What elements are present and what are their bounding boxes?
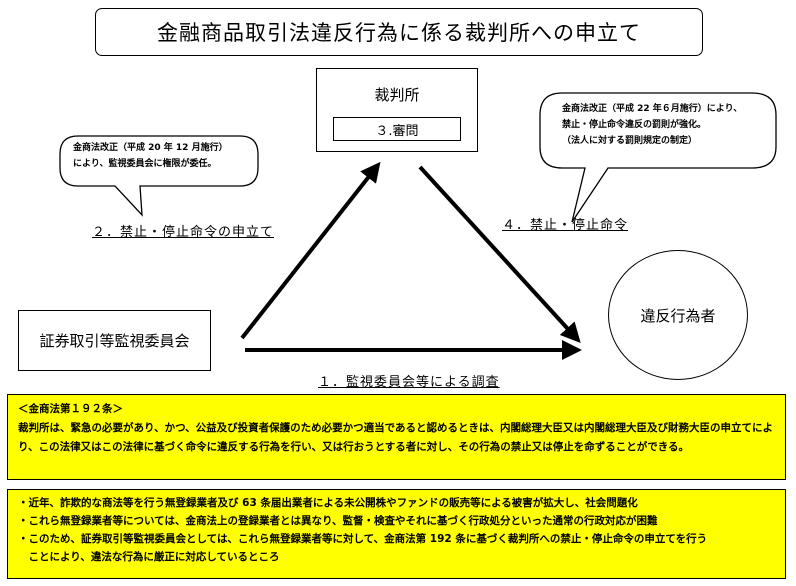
note-line: ・このため、証券取引等監視委員会としては、これら無登録業者等に対して、金商法第 … (18, 533, 708, 545)
note-line: ・近年、詐欺的な商法等を行う無登録業者及び 63 条届出業者による未公開株やファ… (18, 497, 638, 509)
law-heading: ＜金商法第１９２条＞ (18, 403, 123, 415)
court-box: 裁判所 ３.審問 (316, 68, 478, 152)
sec-commission-box: 証券取引等監視委員会 (18, 310, 211, 371)
court-label: 裁判所 (374, 86, 420, 104)
note-line: ことにより、違法な行為に厳正に対応しているところ (18, 551, 280, 563)
arrow-petition (240, 161, 381, 340)
background-notes-box: ・近年、詐欺的な商法等を行う無登録業者及び 63 条届出業者による未公開株やファ… (7, 489, 786, 579)
bubble-left-line: 金商法改正（平成 20 年 12 月施行） (73, 143, 228, 153)
speech-bubble-right (539, 92, 777, 223)
law-article-box: ＜金商法第１９２条＞ 裁判所は、緊急の必要があり、かつ、公益及び投資者保護のため… (7, 394, 786, 480)
arrow-order (418, 165, 581, 343)
violator-circle: 違反行為者 (608, 250, 748, 380)
bubble-right-line: 禁止・停止命令違反の罰則が強化。 (562, 120, 707, 130)
page-title: 金融商品取引法違反行為に係る裁判所への申立て (95, 8, 703, 56)
bubble-left-text: 金商法改正（平成 20 年 12 月施行） により、監視委員会に権限が委任。 (73, 140, 228, 172)
hearing-box: ３.審問 (333, 117, 461, 141)
note-line: ・これら無登録業者等については、金商法上の登録業者とは異なり、監督・検査やそれに… (18, 515, 658, 527)
bubble-left-line: により、監視委員会に権限が委任。 (73, 159, 217, 169)
step-4-label: ４．禁止・停止命令 (502, 218, 629, 233)
bubble-right-line: （法人に対する罰則規定の制定） (562, 136, 698, 146)
step-2-label: ２．禁止・停止命令の申立て (92, 225, 275, 240)
bubble-right-text: 金商法改正（平成 22 年６月施行）により、 禁止・停止命令違反の罰則が強化。 … (562, 101, 742, 149)
bubble-right-line: 金商法改正（平成 22 年６月施行）により、 (562, 104, 743, 114)
law-body: 裁判所は、緊急の必要があり、かつ、公益及び投資者保護のため必要かつ適当であると認… (18, 422, 774, 453)
step-1-label: １．監視委員会等による調査 (318, 375, 500, 390)
speech-bubble-left (59, 135, 259, 217)
